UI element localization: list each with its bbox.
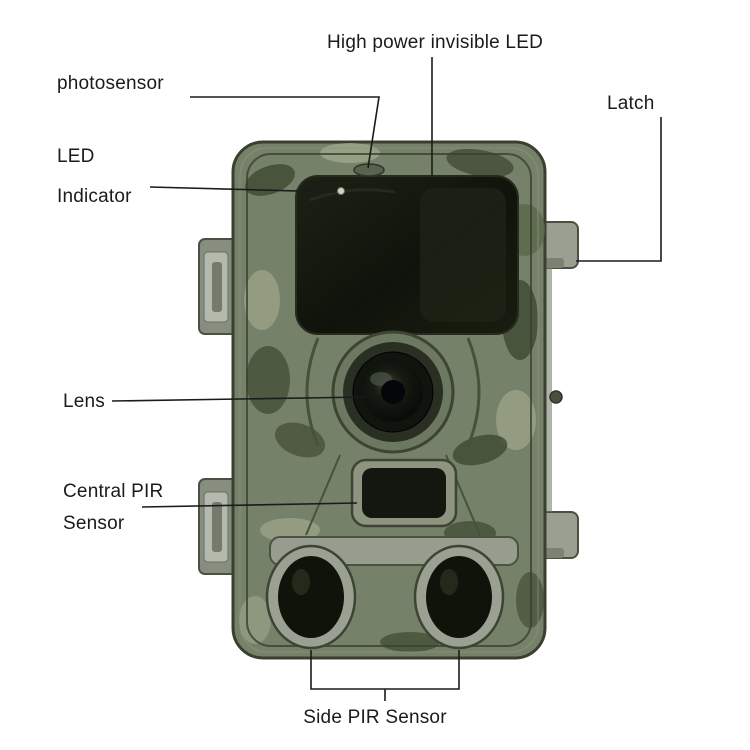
- label-central-pir-line2: Sensor: [63, 513, 125, 534]
- label-side-pir: Side PIR Sensor: [303, 707, 447, 728]
- ir-led-window: [295, 175, 519, 335]
- label-photosensor: photosensor: [57, 73, 164, 94]
- line-photosensor: [190, 96, 380, 169]
- led-indicator-dot: [337, 187, 345, 195]
- line-side-pir: [310, 650, 460, 701]
- label-lens: Lens: [63, 391, 106, 412]
- annotation-lines: [111, 57, 662, 701]
- side-pir-right: [413, 544, 505, 650]
- lens: [305, 330, 481, 536]
- label-high-power-led: High power invisible LED: [326, 32, 543, 53]
- line-lens: [111, 396, 367, 402]
- central-pir-sensor: [350, 458, 458, 528]
- label-led-indicator-line2: Indicator: [57, 186, 132, 207]
- label-central-pir-line1: Central PIR: [63, 481, 164, 502]
- body-ridge-outer: [239, 147, 539, 653]
- line-latch: [576, 117, 662, 262]
- line-central-pir: [141, 502, 358, 508]
- label-latch: Latch: [607, 93, 655, 114]
- line-led-indicator: [149, 186, 337, 193]
- label-led-indicator-line1: LED: [57, 146, 95, 167]
- side-pir-left: [265, 544, 357, 650]
- body-ridge-inner: [246, 153, 532, 647]
- side-screw: [549, 390, 563, 404]
